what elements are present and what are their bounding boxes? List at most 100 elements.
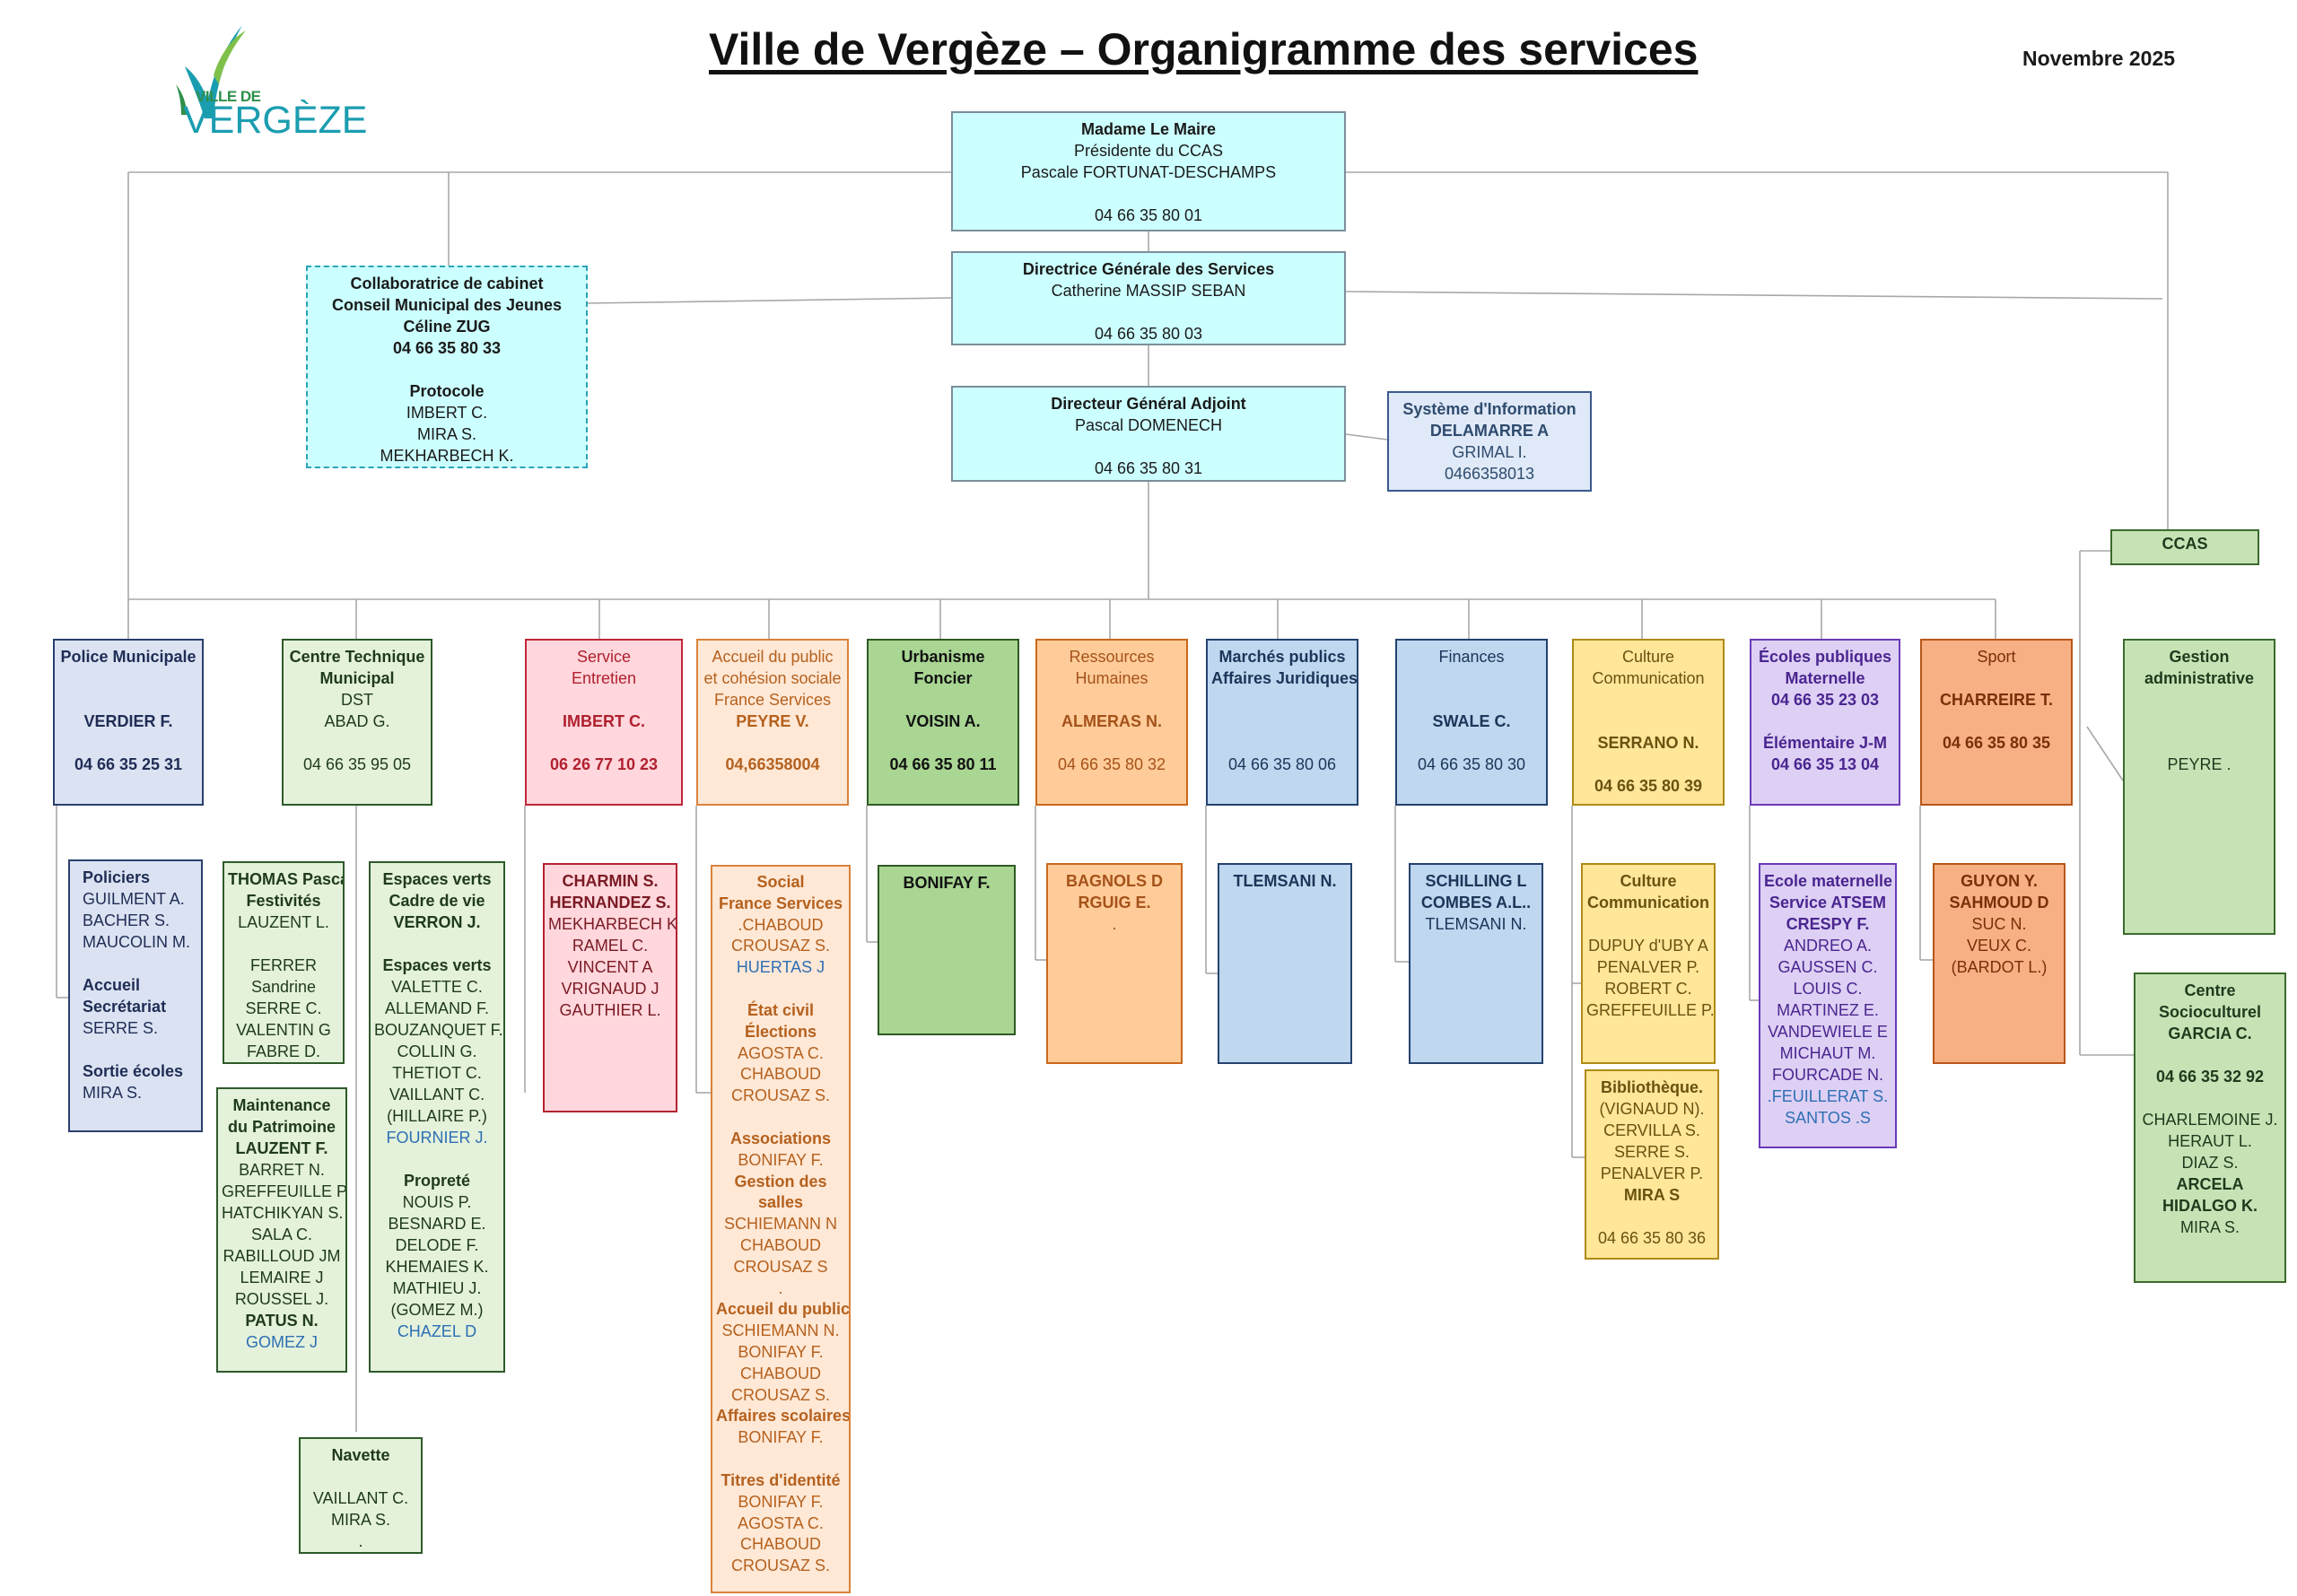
line-hatchikyan-s: HATCHIKYAN S. [222, 1204, 344, 1222]
line-combes-a-l: COMBES A.L.. [1420, 894, 1532, 911]
line-0466358013: 0466358013 [1444, 465, 1535, 483]
line-conseil-municipal-des-jeunes: Conseil Municipal des Jeunes [331, 296, 563, 314]
line-delamarre-a: DELAMARRE A [1429, 422, 1550, 440]
spacer [1041, 689, 1183, 711]
line-hidalgo-k: HIDALGO K. [2162, 1197, 2258, 1215]
page-title: Ville de Vergèze – Organigramme des serv… [709, 24, 1699, 74]
line-allemand-f: ALLEMAND F. [384, 999, 490, 1017]
line-culture: Culture [1621, 648, 1675, 666]
line-gauthier-l: GAUTHIER L. [559, 1001, 661, 1019]
line-04-66-35-80-31: 04 66 35 80 31 [1094, 459, 1203, 477]
line-titres-d-identite: Titres d'identité [721, 1470, 841, 1489]
line-vaillant-c: VAILLANT C. [389, 1086, 485, 1103]
line-navette: Navette [331, 1446, 390, 1464]
line-celine-zug: Céline ZUG [403, 318, 491, 336]
line-mekharbech-k: MEKHARBECH K. [380, 447, 514, 465]
line-municipal: Municipal [319, 669, 395, 687]
line-gestion-des: Gestion des [734, 1172, 827, 1190]
line-gaussen-c: GAUSSEN C. [1777, 958, 1878, 976]
document-date: Novembre 2025 [2022, 47, 2176, 70]
line-espaces-verts: Espaces verts [382, 956, 492, 974]
line-04-66-35-13-04: 04 66 35 13 04 [1770, 755, 1880, 773]
spacer [2128, 711, 2270, 732]
line-dst: DST [341, 691, 373, 709]
spacer [304, 1466, 417, 1487]
spacer [1401, 732, 1542, 754]
line-04-66-35-80-03: 04 66 35 80 03 [1094, 325, 1203, 343]
line-sortie-ecoles: Sortie écoles [83, 1062, 184, 1080]
line-maintenance: Maintenance [232, 1096, 331, 1114]
line-accueil-du-public: Accueil du public [716, 1300, 851, 1319]
spacer [1586, 913, 1710, 935]
spacer [1211, 711, 1353, 732]
line-imbert-c: IMBERT C. [563, 712, 645, 730]
box-urbanisme-team: BONIFAY F. [878, 865, 1016, 1035]
line-associations: Associations [729, 1129, 832, 1147]
spacer [1211, 689, 1353, 711]
line-04-66358004: 04,66358004 [725, 755, 820, 773]
spacer [956, 183, 1341, 205]
line-schilling-l: SCHILLING L [1425, 872, 1527, 890]
line-06-26-77-10-23: 06 26 77 10 23 [549, 755, 659, 773]
vergeze-logo: VILLE DE VERGÈZE [151, 22, 368, 147]
line-culture: Culture [1620, 872, 1677, 890]
line-line: . [358, 1532, 363, 1550]
spacer [956, 301, 1341, 323]
line-voisin-a: VOISIN A. [905, 712, 981, 730]
line-04-66-35-80-11: 04 66 35 80 11 [889, 755, 997, 773]
spacer [716, 979, 845, 1000]
line-ramel-c: RAMEL C. [572, 937, 649, 955]
spacer [374, 933, 500, 955]
line-proprete: Propreté [403, 1172, 471, 1190]
line-serre-s: SERRE S. [1613, 1143, 1690, 1161]
line-ecole-maternelle: Ecole maternelle [1764, 872, 1893, 890]
line-veux-c: VEUX C. [1966, 937, 2032, 955]
line-sandrine: Sandrine [250, 978, 317, 996]
line-bouzanquet-f: BOUZANQUET F. [374, 1021, 503, 1039]
spacer [311, 359, 582, 380]
spacer [2128, 689, 2270, 711]
line-gestion: Gestion [2169, 648, 2230, 666]
line-robert-c: ROBERT C. [1604, 980, 1692, 998]
line-mathieu-j: MATHIEU J. [392, 1279, 482, 1297]
spacer [58, 689, 198, 711]
line-04-66-35-80-06: 04 66 35 80 06 [1227, 755, 1337, 773]
line-centre-technique: Centre Technique [289, 648, 425, 666]
line-chaboud: CHABOUD [739, 1364, 821, 1382]
line-greffeuille-p: GREFFEUILLE P. [222, 1182, 347, 1200]
line-fabre-d: FABRE D. [246, 1042, 321, 1060]
line-penalver-p: PENALVER P. [1596, 958, 1700, 976]
line-feuillerat-s: .FEUILLERAT S. [1767, 1087, 1889, 1105]
spacer [1577, 711, 1719, 732]
spacer [716, 1107, 845, 1129]
line-santos-s: SANTOS .S [1785, 1109, 1871, 1127]
spacer [1926, 667, 2067, 689]
line-maternelle: Maternelle [1785, 669, 1865, 687]
line-martinez-e: MARTINEZ E. [1777, 1001, 1879, 1019]
line-france-services: France Services [713, 691, 832, 709]
line-peyre: PEYRE . [2167, 755, 2231, 773]
spacer [1926, 711, 2067, 732]
line-socioculturel: Socioculturel [2158, 1003, 2262, 1021]
line-valentin-g: VALENTIN G [236, 1021, 331, 1039]
line-charmin-s: CHARMIN S. [562, 872, 659, 890]
line-mira-s: MIRA S. [330, 1511, 390, 1529]
line-finances: Finances [1438, 648, 1505, 666]
line-catherine-massip-seban: Catherine MASSIP SEBAN [1051, 282, 1246, 300]
spacer [83, 1039, 197, 1060]
line-serrano-n: SERRANO N. [1597, 734, 1699, 752]
spacer [58, 667, 198, 689]
line-verdier-f: VERDIER F. [83, 712, 173, 730]
line-thomas-pascal: THOMAS Pascal [228, 870, 345, 888]
line-affaires-juridiques: Affaires Juridiques [1211, 669, 1358, 687]
spacer [287, 732, 427, 754]
line-penalver-p: PENALVER P. [1600, 1164, 1704, 1182]
